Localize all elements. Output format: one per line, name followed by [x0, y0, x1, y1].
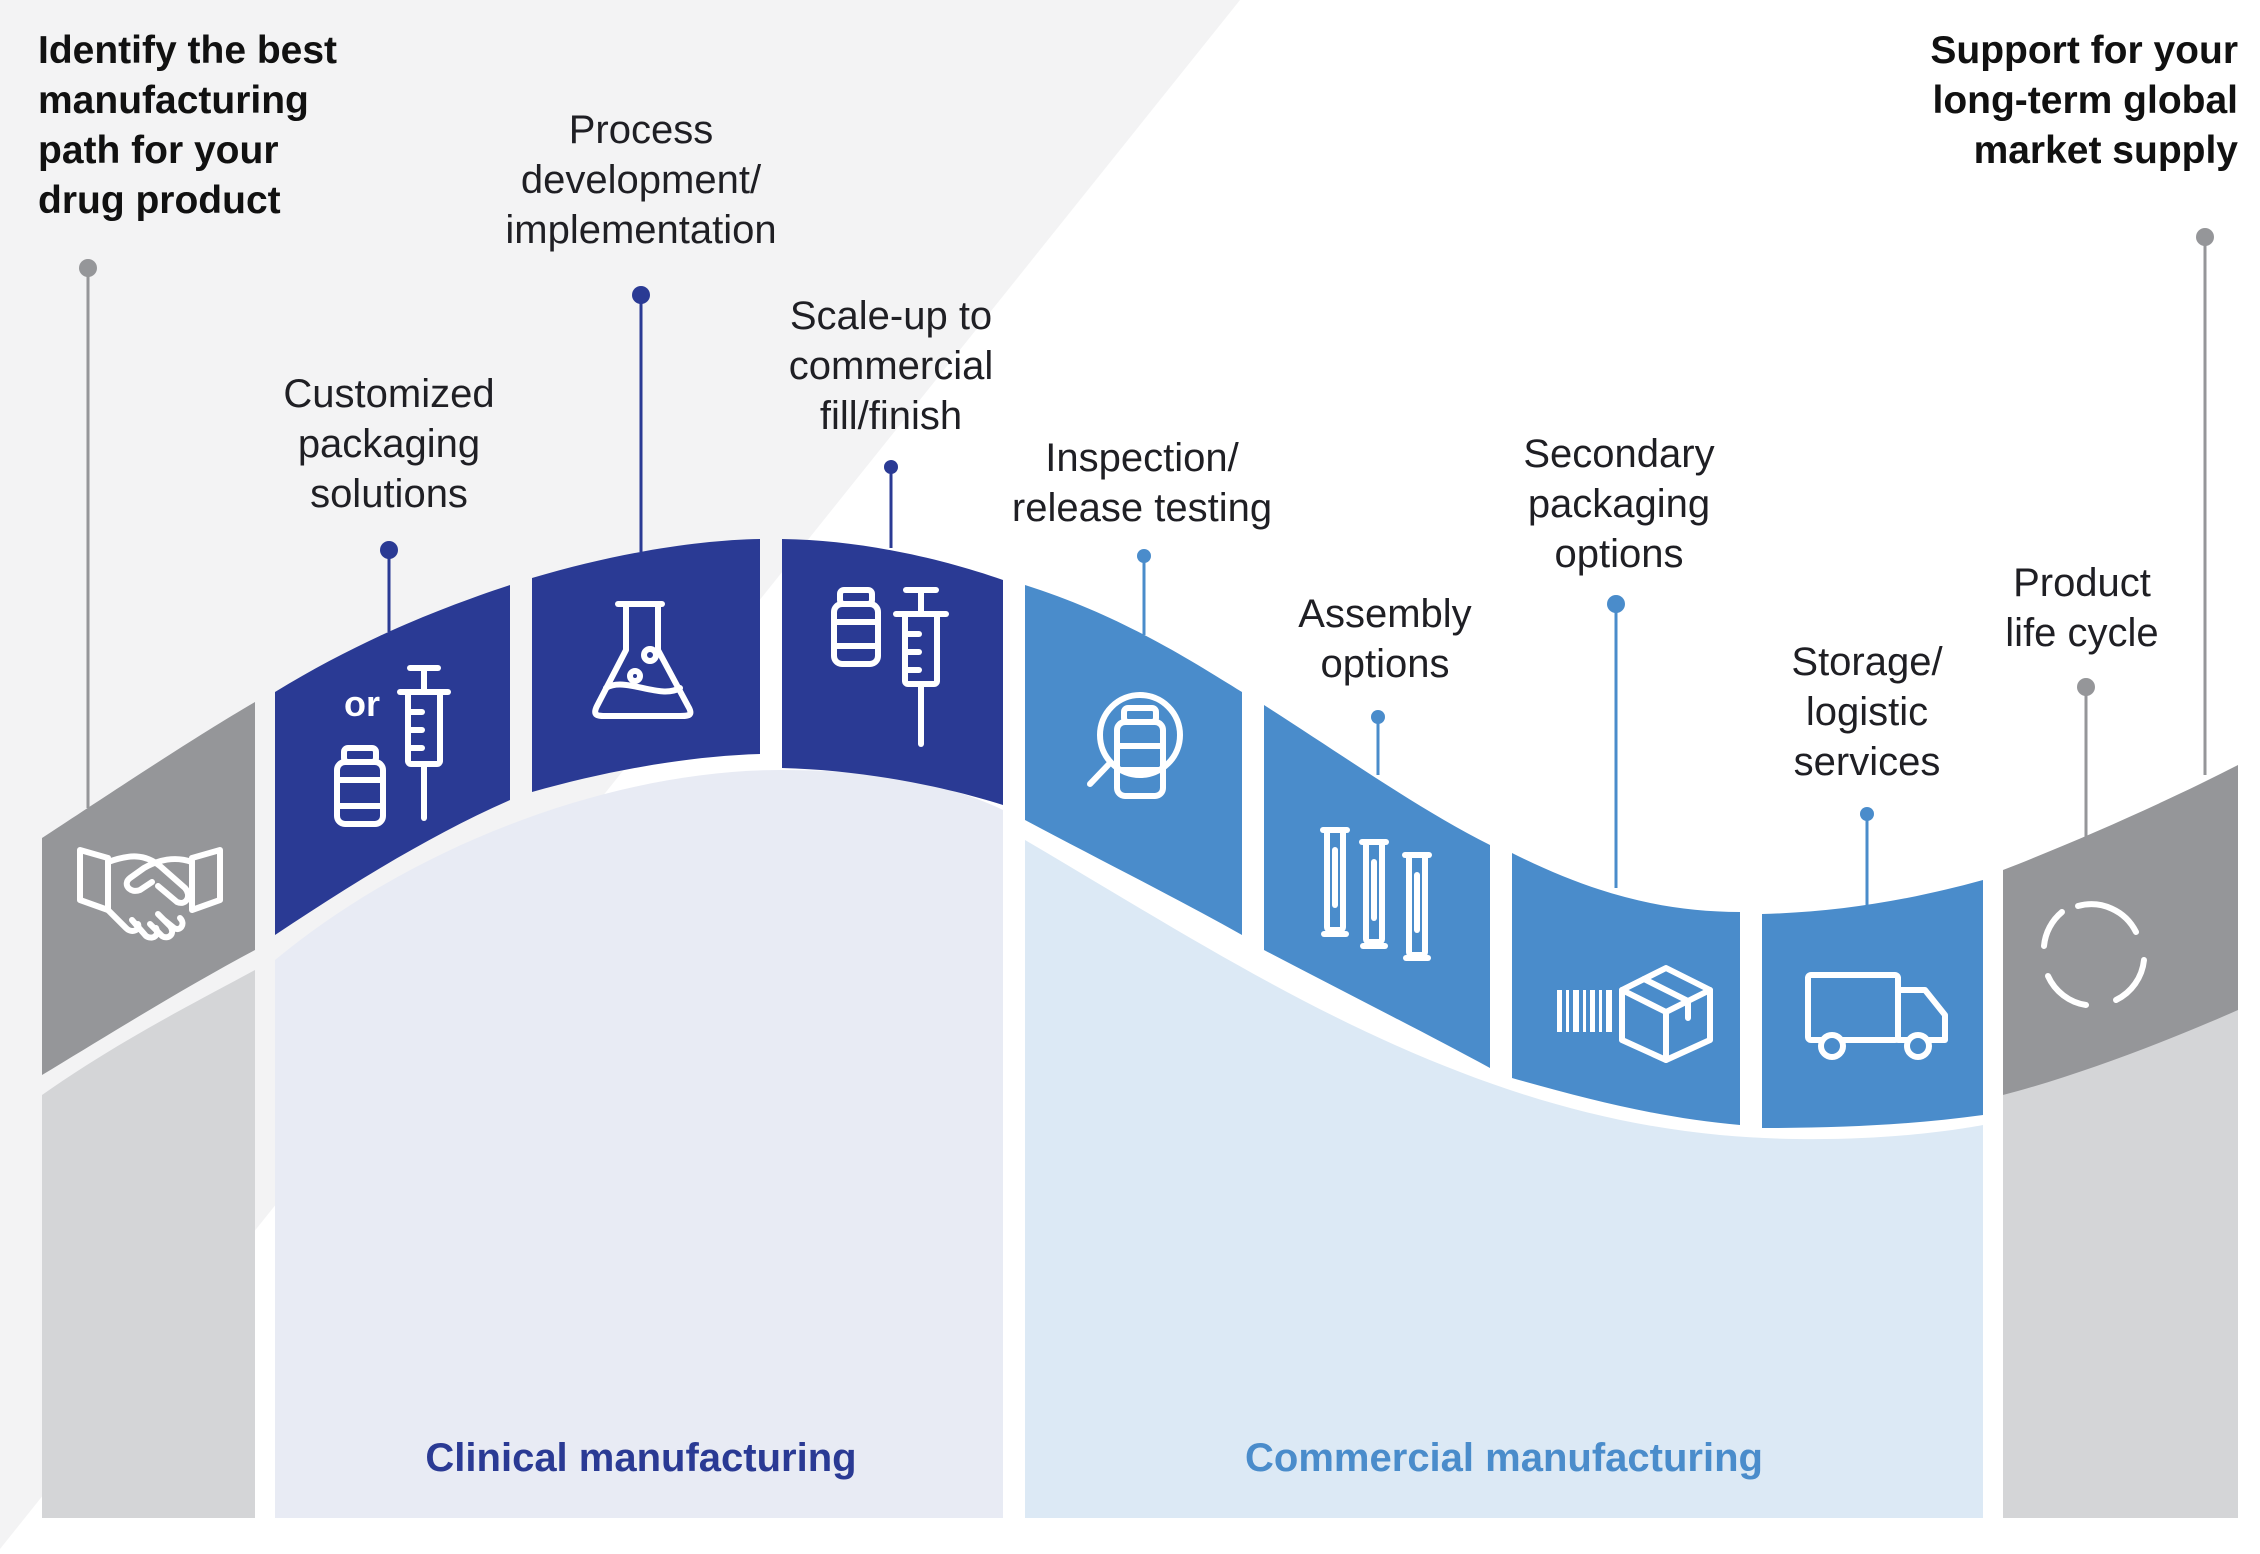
- label-scale-up-line-3: fill/finish: [820, 394, 962, 438]
- label-secondary-packaging-line-3: options: [1555, 532, 1684, 576]
- leader-customized-packaging: [380, 541, 398, 632]
- label-customized-packaging-line-1: Customized: [283, 372, 494, 416]
- segment-start: [42, 702, 255, 1075]
- end-base-panel: [2003, 1000, 2238, 1518]
- truck-icon: [1805, 972, 1948, 1060]
- label-customized-packaging: Customized packaging solutions: [283, 372, 494, 516]
- headline-right-line-3: market supply: [1974, 129, 2239, 172]
- vial-or-syringe-icon: or: [334, 665, 451, 827]
- magnifier-vial-icon: [1087, 692, 1183, 799]
- leader-end: [2196, 228, 2214, 775]
- leader-assembly: [1371, 710, 1385, 775]
- segment-customized-packaging[interactable]: [275, 585, 510, 935]
- segment-process-development[interactable]: [532, 539, 760, 792]
- handshake-icon: [77, 847, 223, 941]
- segment-inspection[interactable]: [1025, 585, 1242, 935]
- cartridges-icon: [1320, 827, 1432, 961]
- commercial-base-panel: [1025, 840, 1983, 1518]
- label-product-life-cycle-line-2: life cycle: [2005, 611, 2158, 655]
- leader-storage-logistic: [1860, 807, 1874, 905]
- label-assembly-line-2: options: [1321, 642, 1450, 686]
- label-product-life-cycle-line-1: Product: [2013, 561, 2151, 605]
- section-label-commercial: Commercial manufacturing: [1245, 1436, 1763, 1480]
- label-secondary-packaging-line-2: packaging: [1528, 482, 1710, 526]
- label-storage-logistic-line-1: Storage/: [1791, 640, 1943, 684]
- headline-right-line-2: long-term global: [1933, 79, 2239, 122]
- label-product-life-cycle: Product life cycle: [2005, 561, 2158, 655]
- label-customized-packaging-line-2: packaging: [298, 422, 480, 466]
- label-scale-up-line-1: Scale-up to: [790, 294, 992, 338]
- label-scale-up: Scale-up to commercial fill/finish: [789, 294, 993, 438]
- leader-inspection: [1137, 549, 1151, 635]
- label-assembly: Assembly options: [1298, 592, 1471, 686]
- headline-left-line-2: manufacturing: [38, 79, 309, 122]
- label-secondary-packaging-line-1: Secondary: [1523, 432, 1714, 476]
- label-inspection-line-2: release testing: [1012, 486, 1272, 530]
- cycle-icon: [2041, 901, 2147, 1008]
- headline-left: Identify the best manufacturing path for…: [38, 29, 337, 222]
- leader-secondary-packaging: [1607, 595, 1625, 888]
- start-base-panel: [42, 970, 255, 1518]
- section-label-clinical: Clinical manufacturing: [425, 1436, 856, 1480]
- label-process-development: Process development/ implementation: [505, 108, 776, 252]
- label-customized-packaging-line-3: solutions: [310, 472, 468, 516]
- label-assembly-line-1: Assembly: [1298, 592, 1471, 636]
- label-inspection-line-1: Inspection/: [1045, 436, 1239, 480]
- vial-and-syringe-icon: [831, 587, 949, 747]
- leader-process-development: [632, 286, 650, 552]
- flask-icon: [592, 601, 694, 719]
- leader-start: [79, 259, 97, 808]
- label-storage-logistic-line-3: services: [1794, 740, 1941, 784]
- headline-left-line-3: path for your: [38, 129, 279, 172]
- icon-or-text: or: [344, 683, 380, 724]
- segment-product-life-cycle[interactable]: [2003, 765, 2238, 1095]
- label-process-development-line-3: implementation: [505, 208, 776, 252]
- barcode-box-icon: [1557, 965, 1713, 1063]
- label-secondary-packaging: Secondary packaging options: [1523, 432, 1714, 576]
- label-process-development-line-1: Process: [569, 108, 714, 152]
- clinical-base-panel: [275, 770, 1003, 1518]
- label-process-development-line-2: development/: [521, 158, 762, 202]
- label-inspection: Inspection/ release testing: [1012, 436, 1272, 530]
- headline-left-line-4: drug product: [38, 179, 281, 222]
- headline-left-line-1: Identify the best: [38, 29, 337, 72]
- label-storage-logistic: Storage/ logistic services: [1791, 640, 1943, 784]
- headline-right: Support for your long-term global market…: [1930, 29, 2238, 172]
- leader-product-life-cycle: [2077, 678, 2095, 838]
- segment-scale-up[interactable]: [782, 539, 1003, 805]
- label-storage-logistic-line-2: logistic: [1806, 690, 1928, 734]
- label-scale-up-line-2: commercial: [789, 344, 993, 388]
- segment-storage-logistic[interactable]: [1762, 880, 1983, 1128]
- headline-right-line-1: Support for your: [1930, 29, 2238, 72]
- leader-scale-up: [884, 460, 898, 548]
